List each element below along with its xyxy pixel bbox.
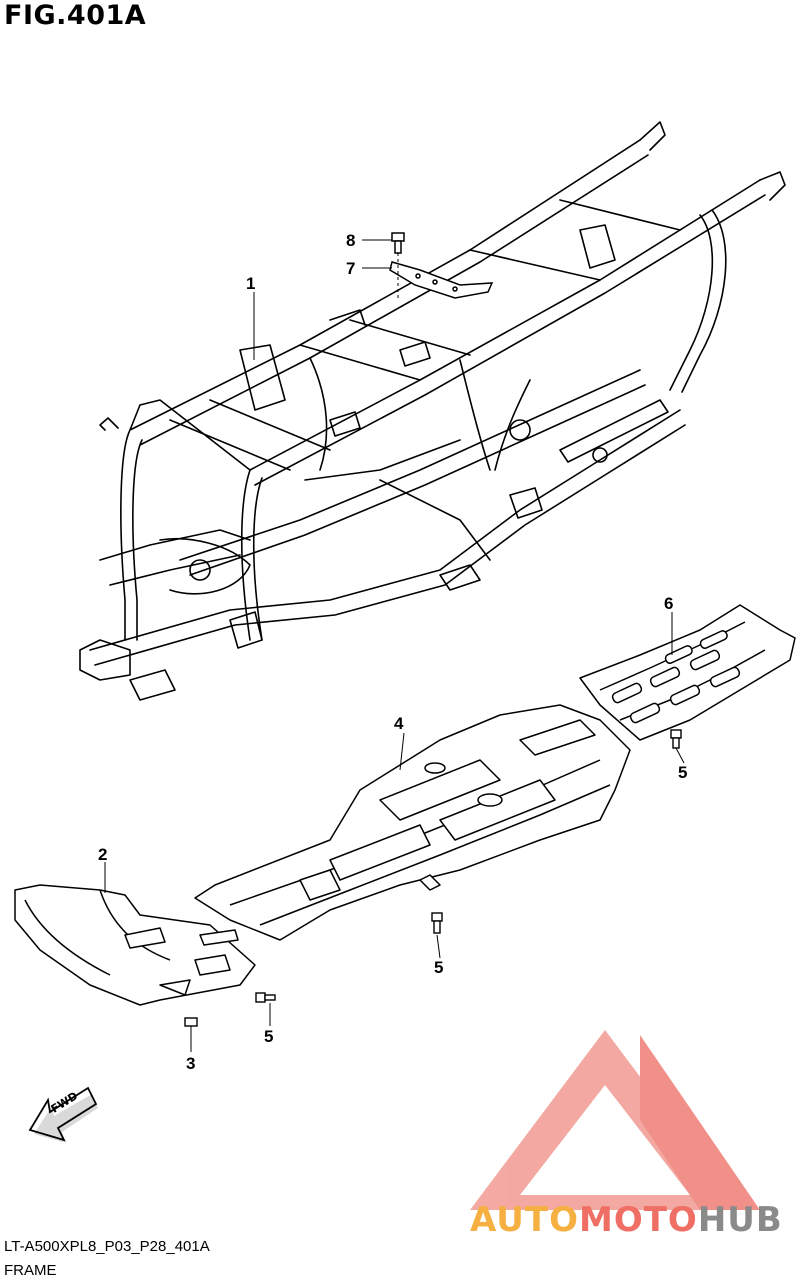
callout-1: 1 bbox=[246, 274, 256, 293]
fwd-arrow-icon bbox=[28, 1086, 98, 1143]
frame-assembly bbox=[79, 121, 786, 701]
callout-7: 7 bbox=[346, 259, 356, 278]
drawing-name: FRAME bbox=[4, 1262, 57, 1279]
skid-plate-part-2 bbox=[14, 884, 256, 1006]
watermark-hub: HUB bbox=[697, 1200, 783, 1240]
skid-plate-part-4 bbox=[194, 704, 631, 941]
bolt-part-8 bbox=[391, 232, 405, 300]
drawing-code: LT-A500XPL8_P03_P28_401A bbox=[4, 1238, 210, 1255]
watermark-auto: AUTO bbox=[470, 1200, 579, 1240]
watermark-moto: MOTO bbox=[578, 1200, 698, 1240]
bolt-part-5-middle bbox=[431, 912, 443, 934]
watermark-logo bbox=[470, 1030, 760, 1210]
bolt-part-5-rear bbox=[670, 729, 682, 749]
callout-5-front: 5 bbox=[264, 1027, 274, 1046]
nut-part-3 bbox=[184, 1017, 198, 1045]
callout-2: 2 bbox=[98, 845, 108, 864]
callout-6: 6 bbox=[664, 594, 674, 613]
skid-plate-part-6 bbox=[579, 604, 796, 741]
bracket-part-7 bbox=[389, 261, 494, 299]
bolt-part-5-front bbox=[255, 992, 276, 1003]
callout-3: 3 bbox=[186, 1054, 196, 1073]
callout-5-middle: 5 bbox=[434, 958, 444, 977]
watermark-text: AUTOMOTOHUB bbox=[470, 1200, 783, 1240]
callout-8: 8 bbox=[346, 231, 356, 250]
figure-title: FIG.401A bbox=[4, 0, 147, 31]
leader-lines bbox=[104, 239, 685, 1052]
callout-5-rear: 5 bbox=[678, 763, 688, 782]
callout-4: 4 bbox=[394, 714, 404, 733]
